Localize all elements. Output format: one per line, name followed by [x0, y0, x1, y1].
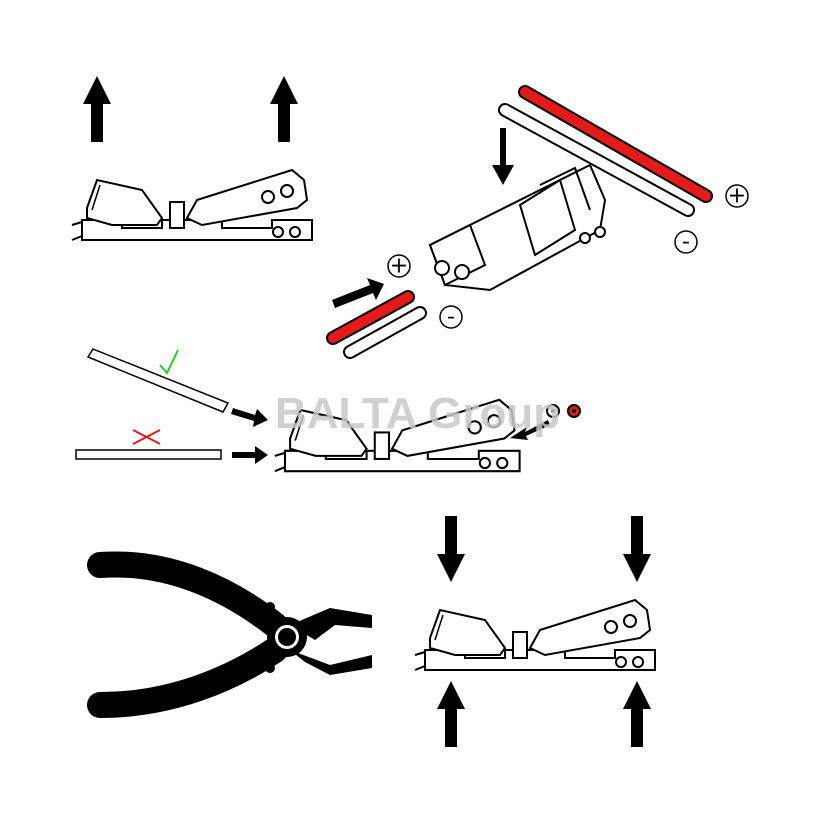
step4-press	[87, 516, 656, 747]
arrow-up-icon	[437, 681, 465, 747]
arrow-up-icon	[270, 76, 298, 142]
polarity-plus-top: +	[725, 184, 749, 209]
step2-insert-wires: + - + -	[326, 85, 749, 359]
arrow-diagonal-icon	[332, 278, 384, 308]
wire-wrong	[75, 449, 222, 460]
plus-label: +	[728, 184, 746, 209]
arrow-left-icon	[510, 420, 550, 440]
step3-wire-orientation: BALTA Group	[75, 348, 581, 473]
connector-open	[71, 169, 313, 241]
cross-icon	[132, 429, 161, 445]
arrow-down-icon	[437, 516, 465, 582]
plus-label: +	[390, 254, 408, 279]
polarity-plus-bottom: +	[387, 254, 411, 279]
wire-correct	[86, 348, 230, 413]
arrow-right-icon	[232, 446, 268, 464]
polarity-minus-top: -	[674, 230, 698, 255]
check-icon	[159, 349, 179, 375]
connector-3d	[428, 163, 607, 292]
step1-open-clips	[71, 76, 313, 241]
pliers-icon	[87, 551, 372, 718]
long-wires	[498, 85, 713, 217]
minus-label: -	[447, 305, 455, 330]
connector-closing	[414, 599, 656, 671]
arrow-up-icon	[623, 681, 651, 747]
arrow-up-icon	[83, 76, 111, 142]
minus-label: -	[682, 230, 690, 255]
polarity-minus-bottom: -	[439, 305, 463, 330]
arrow-down-icon	[623, 516, 651, 582]
watermark: BALTA Group	[275, 389, 560, 438]
arrow-right-icon	[231, 408, 268, 427]
arrow-down-icon	[492, 128, 514, 185]
short-wires	[326, 290, 427, 359]
